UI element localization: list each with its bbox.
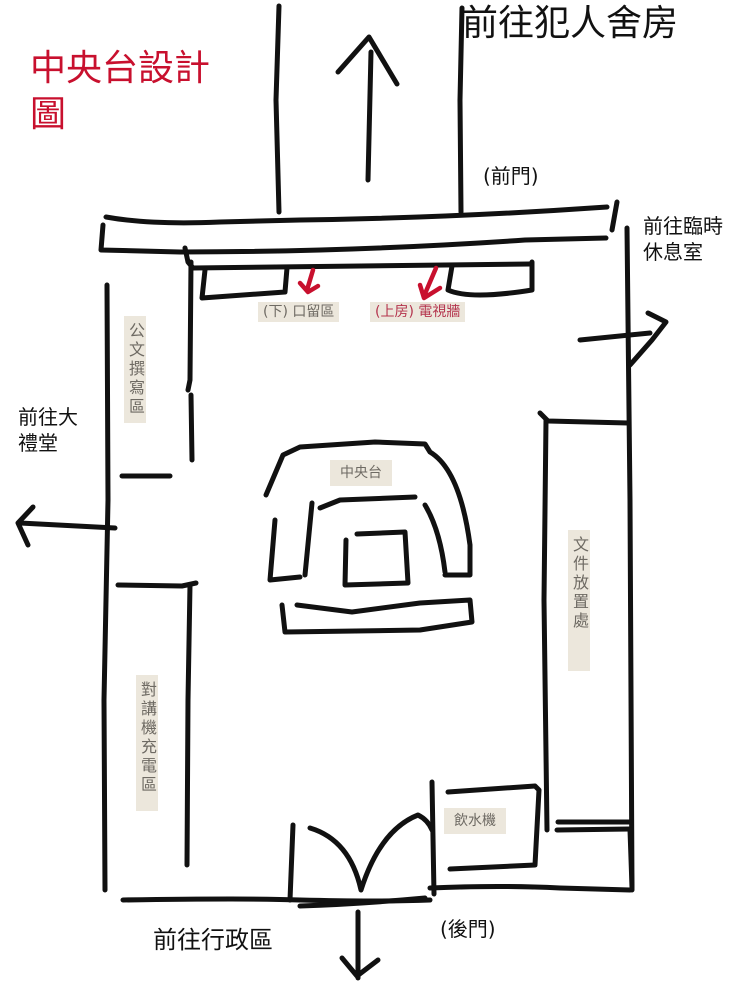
- left-divider-2: [115, 580, 199, 589]
- central-desk-left-outer: [267, 517, 303, 583]
- south-direction-label: 前往行政區: [153, 926, 273, 954]
- central-desk-outer: [263, 439, 473, 578]
- tv-shelf: [445, 259, 535, 298]
- radio-charging-area-label: 對講機充電區: [136, 675, 158, 811]
- north-direction-label: 前往犯人舍房: [462, 3, 679, 44]
- top-inner-box: [98, 222, 609, 255]
- central-desk-inner-top: [317, 494, 418, 511]
- central-desk-inner-left: [302, 500, 315, 578]
- holding-area-label: (下) 口留區: [258, 302, 340, 322]
- page-title: 中央台設計圖: [30, 48, 211, 135]
- holding-shelf: [199, 265, 290, 301]
- central-desk-label: 中央台: [330, 460, 392, 486]
- left-inner-wall-upper: [185, 259, 195, 463]
- west-direction-label: 前往大禮堂: [18, 405, 78, 455]
- tv-wall-label: (上房) 電視牆: [370, 302, 466, 322]
- west-arrow-icon: [15, 504, 118, 548]
- front-door-label: (前門): [483, 164, 539, 188]
- red-arrow-holding-icon: [297, 267, 321, 295]
- document-writing-area-label: 公文撰寫區: [124, 316, 146, 423]
- file-storage-top: [537, 410, 631, 426]
- water-dispenser-box: [445, 783, 542, 872]
- top-right-stub: [609, 199, 620, 233]
- right-outer-wall: [624, 225, 635, 893]
- north-arrow-icon: [335, 34, 400, 183]
- east-arrow-icon: [577, 310, 669, 368]
- door-left-post: [287, 822, 296, 903]
- water-dispenser-label: 飲水機: [444, 808, 506, 834]
- left-outer-wall: [101, 282, 111, 893]
- bottom-wall-right: [427, 884, 633, 893]
- north-corridor-wall-left: [273, 3, 282, 215]
- back-door-label: (後門): [440, 917, 496, 941]
- south-arrow-icon: [339, 909, 381, 981]
- east-direction-label: 前往臨時休息室: [643, 214, 723, 264]
- left-inner-wall-lower: [184, 582, 193, 868]
- door-right-post: [429, 779, 437, 897]
- north-corridor-wall-right: [457, 5, 465, 215]
- bottom-wall-left-2: [297, 895, 428, 909]
- right-bottom-stub: [627, 827, 635, 890]
- file-storage-label: 文件放置處: [568, 530, 590, 671]
- right-ledge-2: [554, 826, 633, 833]
- file-storage-left-wall: [541, 417, 550, 833]
- central-desk-front: [279, 597, 475, 635]
- central-desk-inner-right: [422, 502, 448, 575]
- red-arrow-tv-icon: [417, 265, 443, 301]
- top-outer-wall: [103, 204, 610, 226]
- central-monitor-box: [342, 529, 411, 588]
- door-swing-icon: [307, 812, 435, 893]
